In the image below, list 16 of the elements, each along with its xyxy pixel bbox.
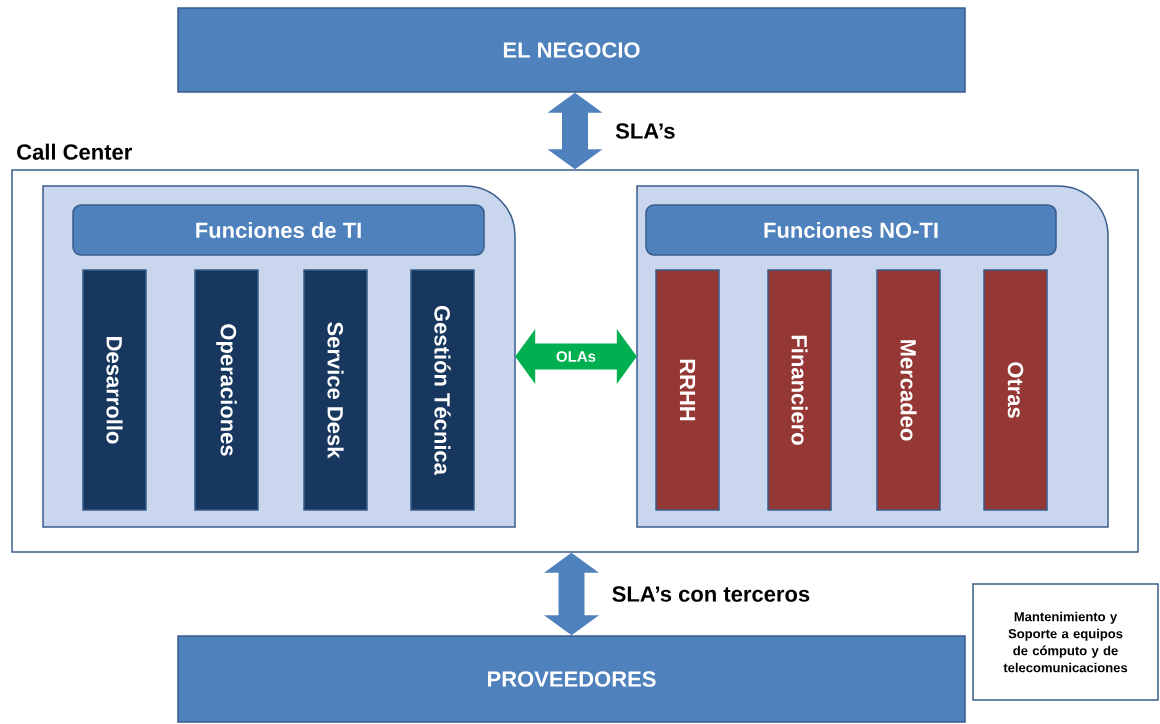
node-label: Call Center xyxy=(17,143,132,160)
column-box: Desarrollo xyxy=(82,269,147,511)
edge-label: SLA’s xyxy=(615,123,675,139)
column-box: Operaciones xyxy=(194,269,259,511)
edge-label: OLAs xyxy=(556,351,596,362)
column-box: RRHH xyxy=(655,269,720,511)
column-box: Mercadeo xyxy=(876,269,941,511)
header-box: Funciones NO-TI xyxy=(645,204,1057,256)
edge-label: SLA’s con terceros xyxy=(612,586,810,602)
column-box: Service Desk xyxy=(303,269,368,511)
header-box: Funciones de TI xyxy=(72,204,485,256)
column-box: Financiero xyxy=(767,269,832,511)
column-box: Otras xyxy=(983,269,1048,511)
column-box: Gestión Técnica xyxy=(410,269,475,511)
note-box: Mantenimiento y Soporte a equipos de cómputo y de telecomunicaciones xyxy=(972,583,1159,701)
block-arrow xyxy=(515,329,637,384)
